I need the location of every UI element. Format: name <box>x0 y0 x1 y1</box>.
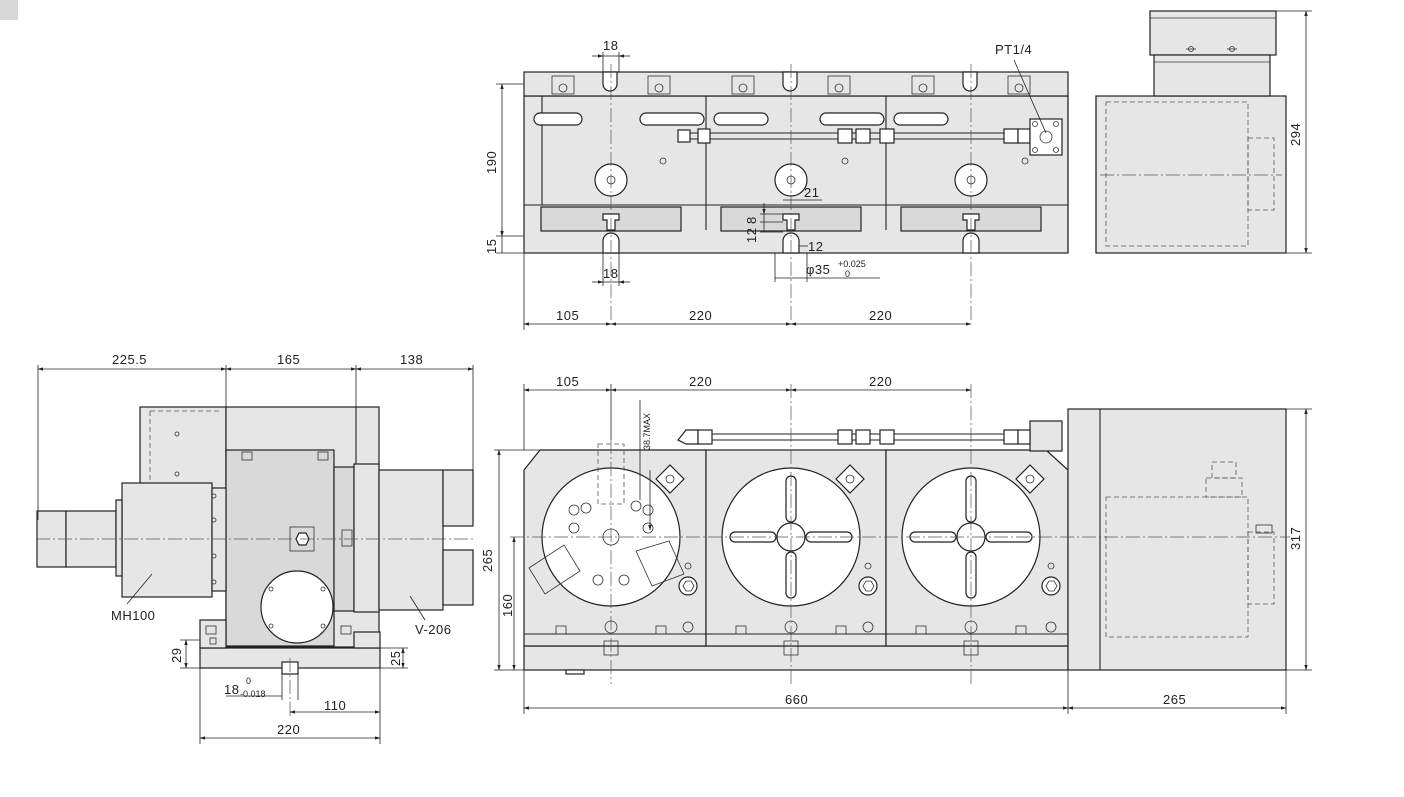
dim-220-top-a: 220 <box>689 308 712 323</box>
dim-12-left: 12 <box>744 228 759 243</box>
dim-tol-zero: 0 <box>845 269 850 279</box>
dim-265-horizontal: 265 <box>1163 692 1186 707</box>
dim-8: 8 <box>744 216 759 224</box>
label-mh100: MH100 <box>111 608 155 623</box>
label-v206: V-206 <box>415 622 451 637</box>
dim-12-right: 12 <box>808 239 823 254</box>
dim-110: 110 <box>324 698 346 713</box>
front-view: 105 220 220 38.7MAX 265 160 317 660 265 <box>480 374 1312 714</box>
dim-105-top: 105 <box>556 308 579 323</box>
dim-21: 21 <box>804 185 819 200</box>
dim-138: 138 <box>400 352 423 367</box>
dim-160: 160 <box>500 594 515 617</box>
dim-220-top-b: 220 <box>869 308 892 323</box>
dim-tol-0: 0 <box>246 676 251 686</box>
dim-18-bottom: 18 <box>603 266 618 281</box>
dim-220-front-b: 220 <box>869 374 892 389</box>
dim-18-side: 18 <box>224 682 239 697</box>
dim-tol-plus: +0.025 <box>838 259 866 269</box>
dim-220-side: 220 <box>277 722 300 737</box>
dim-25: 25 <box>388 651 403 666</box>
dim-225-5: 225.5 <box>112 352 147 367</box>
dim-190: 190 <box>484 151 499 174</box>
dim-pt14: PT1/4 <box>995 42 1032 57</box>
dim-18-top: 18 <box>603 38 618 53</box>
dim-29: 29 <box>169 648 184 663</box>
dim-294: 294 <box>1288 123 1303 146</box>
dim-265-vertical: 265 <box>480 549 495 572</box>
corner-marker-icon <box>0 0 18 20</box>
dim-phi35: φ35 <box>806 262 830 277</box>
dim-220-front-a: 220 <box>689 374 712 389</box>
side-view: 225.5 165 138 MH100 V-206 29 25 18 0 -0.… <box>36 352 475 744</box>
dim-15: 15 <box>484 239 499 254</box>
dim-38-7-max: 38.7MAX <box>642 413 652 450</box>
dim-317: 317 <box>1288 527 1303 550</box>
dim-105-front: 105 <box>556 374 579 389</box>
top-view: 18 PT1/4 294 190 15 21 8 12 12 18 φ35 +0… <box>484 10 1312 330</box>
dim-660: 660 <box>785 692 808 707</box>
dim-165: 165 <box>277 352 300 367</box>
dim-tol-neg: -0.018 <box>240 689 266 699</box>
